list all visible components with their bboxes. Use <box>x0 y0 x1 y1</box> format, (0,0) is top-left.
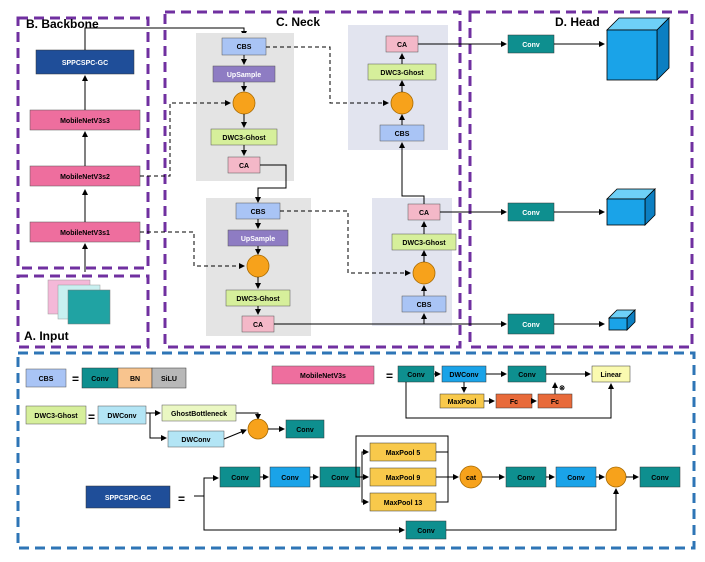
legend-mobilenet-eq: = <box>386 369 393 383</box>
legend-dwc3-conv-label: Conv <box>296 427 314 434</box>
legend-spp-maxpool13-label: MaxPool 13 <box>384 500 423 507</box>
mobilenetv3s1-label: MobileNetV3s1 <box>60 230 110 237</box>
neck-cbs-3-label: CBS <box>417 302 432 309</box>
legend-spp-box <box>85 485 171 509</box>
legend-mb-dwconv-label: DWConv <box>449 372 478 379</box>
neck-dwc3-1-label: DWC3-Ghost <box>222 135 266 142</box>
legend-spp-conv3-label: Conv <box>331 475 349 482</box>
legend-spp-conv4-label: Conv <box>517 475 535 482</box>
sppcspc-block <box>35 49 135 75</box>
output-cube-large <box>606 17 670 81</box>
neck-dwc3-2-label: DWC3-Ghost <box>236 296 280 303</box>
legend-mb-linear-label: Linear <box>600 372 621 379</box>
mobilenetv3s3-label: MobileNetV3s3 <box>60 118 110 125</box>
legend-dwc3-conv <box>285 419 325 439</box>
legend-spp-cat-label: cat <box>466 475 477 482</box>
output-cube-small <box>608 309 636 331</box>
legend-mb-linear <box>591 365 631 383</box>
neck-ca-1-label: CA <box>239 163 249 170</box>
legend-cbs-silu <box>151 367 187 389</box>
legend-spp-conv1-label: Conv <box>231 475 249 482</box>
legend-dwc3-label: DWC3-Ghost <box>34 413 78 420</box>
neck-dwc3-4-label: DWC3-Ghost <box>380 70 424 77</box>
input-images <box>47 279 111 325</box>
output-cube-medium <box>606 188 656 226</box>
neck-ca-2-label: CA <box>253 322 263 329</box>
neck-concat-node-4 <box>390 91 414 115</box>
legend-mb-conv2-label: Conv <box>518 372 536 379</box>
neck-upsample-2-label: UpSample <box>241 236 275 243</box>
legend-mb-conv-label: Conv <box>407 372 425 379</box>
head-conv-3-label: Conv <box>522 322 540 329</box>
neck-cbs-1-label: CBS <box>237 44 252 51</box>
legend-spp-maxpool9-label: MaxPool 9 <box>386 475 421 482</box>
legend-mb-mul-icon: ⊗ <box>559 385 565 392</box>
legend-spp-conv2-label: Conv <box>281 475 299 482</box>
neck-concat-node-1 <box>232 91 256 115</box>
legend-cbs-box <box>25 368 67 388</box>
neck-concat-node-2 <box>246 254 270 278</box>
legend-dwc3-ghost-label: GhostBottleneck <box>171 411 227 418</box>
head-conv-2-label: Conv <box>522 210 540 217</box>
legend-cbs-label: CBS <box>39 376 54 383</box>
sppcspc-label: SPPCSPC-GC <box>62 60 108 67</box>
legend-spp-conv6-label: Conv <box>651 475 669 482</box>
neck-border <box>163 10 462 349</box>
legend-mb-fc2-label: Fc <box>551 399 559 406</box>
legend-border <box>16 351 696 550</box>
legend-cbs-bn-label: BN <box>130 376 140 383</box>
legend-dwc3-box <box>25 405 87 425</box>
legend-spp-maxpool5-label: MaxPool 5 <box>386 450 421 457</box>
neck-ca-4-label: CA <box>397 42 407 49</box>
mobilenetv3s2-label: MobileNetV3s2 <box>60 174 110 181</box>
legend-dwc3-dwconv1 <box>97 405 147 425</box>
neck-concat-node-3 <box>412 261 436 285</box>
legend-spp-conv-bottom-label: Conv <box>417 528 435 535</box>
legend-cbs-conv-label: Conv <box>91 376 109 383</box>
legend-spp-label: SPPCSPC-GC <box>105 495 151 502</box>
backbone-title: B. Backbone <box>26 17 99 31</box>
head-title: D. Head <box>555 15 600 29</box>
legend-spp-conv5-label: Conv <box>567 475 585 482</box>
head-conv-1-label: Conv <box>522 42 540 49</box>
backbone-border <box>16 16 150 270</box>
legend-spp-add-node <box>605 466 627 488</box>
neck-cbs-2-label: CBS <box>251 209 266 216</box>
legend-dwc3-dwconv2-label: DWConv <box>181 437 210 444</box>
neck-cbs-4-label: CBS <box>395 131 410 138</box>
neck-title: C. Neck <box>276 15 320 29</box>
legend-mb-maxpool-label: MaxPool <box>448 399 477 406</box>
legend-dwc3-eq: = <box>88 410 95 424</box>
legend-mb-fc1-label: Fc <box>510 399 518 406</box>
neck-upsample-1-label: UpSample <box>227 72 261 79</box>
legend-cbs-silu-label: SiLU <box>161 376 177 383</box>
legend-mobilenet-label: MobileNetV3s <box>300 373 346 380</box>
legend-dwc3-dwconv1-label: DWConv <box>107 413 136 420</box>
legend-cbs-eq: = <box>72 372 79 386</box>
legend-spp-eq: = <box>178 492 185 506</box>
input-border <box>16 274 150 349</box>
legend-dwc3-node <box>247 418 269 440</box>
legend-spp-conv6 <box>639 466 681 488</box>
neck-ca-3-label: CA <box>419 210 429 217</box>
head-border <box>468 10 694 349</box>
neck-dwc3-3-label: DWC3-Ghost <box>402 240 446 247</box>
legend-mobilenet-box <box>271 365 375 385</box>
input-title: A. Input <box>24 329 69 343</box>
